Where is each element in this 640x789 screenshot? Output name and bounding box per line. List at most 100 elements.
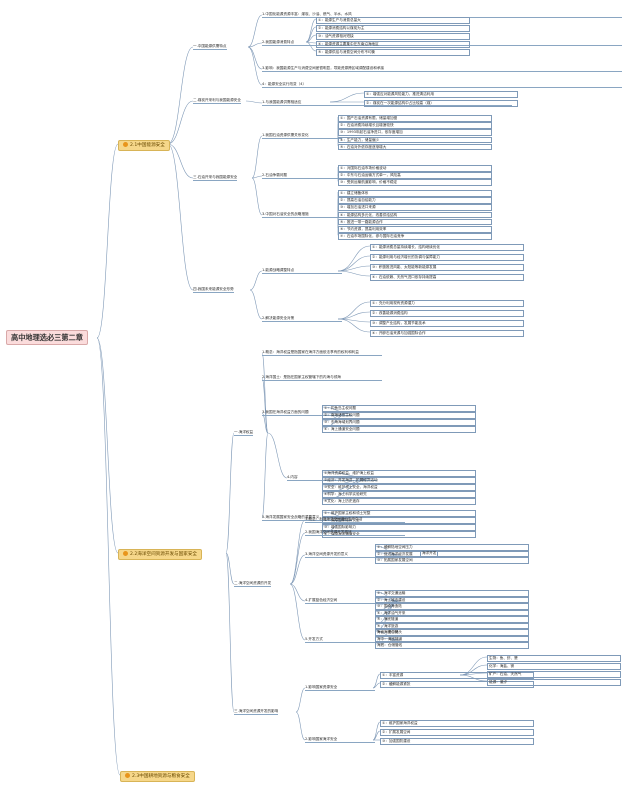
list-item[interactable]: ⑥：海洋旅游 — [375, 622, 529, 630]
list-item[interactable]: ①：充分利用现有资源潜力 — [370, 300, 524, 307]
connector — [261, 352, 269, 434]
list-item[interactable]: ④：石油依赖、天然气进口依存持续提高 — [370, 274, 524, 281]
list-item[interactable]: ②经济：开发海洋，扩展经济活动 — [322, 477, 476, 484]
topic-subitem[interactable]: 5.开发方式 — [305, 637, 405, 643]
topic-energy-supply-demand[interactable]: 一.中国能源供需特点 — [193, 44, 227, 50]
list-item[interactable]: ②：中东与石油运输方式单一，风险高 — [338, 172, 492, 179]
list-item[interactable]: ④：能源结构多元化，改善供给结构 — [338, 211, 492, 219]
list-item[interactable]: ⑤：石油对外依存度逐渐增大 — [338, 143, 492, 151]
list-item[interactable]: ③：围填海造陆 — [375, 603, 529, 610]
list-item[interactable]: ③安全：维护领土安全，海洋权益 — [322, 484, 476, 491]
list-item[interactable]: ⑦：石油市场国际化，参与国际石油竞争 — [338, 233, 492, 240]
list-item[interactable]: ⑤：能源供给与消费空间分布不均衡 — [316, 49, 470, 56]
list-item[interactable]: ⑤文化：海上历史遗存 — [322, 498, 476, 505]
list-item[interactable]: ④：海洋油气开采 — [375, 609, 529, 617]
list-item[interactable]: ①：维护国家主权和领土完整 — [322, 510, 476, 517]
section-farmland[interactable]: 2.3中国耕地资源与粮食安全 — [120, 771, 195, 782]
topic-subitem[interactable]: 2.影响国家海洋安全 — [305, 737, 375, 743]
connector — [321, 412, 351, 429]
topic-item[interactable]: 4：能源安全实行改变（4） — [262, 82, 622, 88]
list-item[interactable]: ③：油气资源相对短缺 — [316, 33, 470, 40]
topic-subitem[interactable]: 3.中国对石油安全的战略措施 — [262, 212, 342, 218]
list-item[interactable]: ①海洋资源权益，维护海上权益 — [322, 470, 476, 477]
list-item[interactable]: ④科学：海上科学实验研究 — [322, 491, 476, 498]
topic-item[interactable]: 1.与我国能源供需相适应 — [262, 100, 512, 106]
list-item[interactable]: ③：增强国际影响力 — [322, 524, 476, 531]
topic-subitem[interactable]: 4.扩展蓝色经济空间 — [305, 598, 405, 604]
topic-subitem[interactable]: 2.解决能源安全对策 — [262, 316, 342, 322]
topic-coal[interactable]: 二.煤炭开采利与我国能源安全 — [193, 98, 241, 104]
list-item[interactable]: ②：提高石油自给能力 — [338, 197, 492, 204]
topic-subitem[interactable]: 2.我国海洋空间资源开发现状 — [305, 530, 405, 536]
list-item[interactable]: ③：1993年起石油净进口，依存度增加 — [338, 129, 492, 136]
topic-item[interactable]: 2.我国能源消费特点 — [262, 40, 622, 46]
list-item[interactable]: ⑥：节约资源，提高利用效率 — [338, 226, 492, 233]
list-item[interactable]: ④：生产能力，储量偏少 — [338, 136, 492, 144]
list-item[interactable]: ④：海上通道安全问题 — [322, 426, 476, 433]
tag-item[interactable]: 矿产：石油、天然气 — [487, 671, 621, 678]
list-item[interactable]: ②：能源消费结构以煤炭为主 — [316, 25, 470, 32]
list-item[interactable]: ③：拓展国家发展空间 — [375, 557, 529, 564]
topic-subitem[interactable]: 1.影响国家资源安全 — [305, 685, 375, 691]
list-item[interactable]: ③：加强国防建设 — [380, 738, 534, 745]
list-item[interactable]: ②：扩展发展空间 — [380, 729, 534, 736]
list-item[interactable]: ③：受到运输航道影响，价格不稳定 — [338, 179, 492, 186]
topic-ocean-rights[interactable]: 一.海洋权益 — [234, 430, 254, 436]
tag-item[interactable]: 生物：鱼、虾、蟹 — [487, 655, 621, 662]
list-item[interactable]: ②：煤炭在一次能源结构中占比较高（煤） — [364, 100, 518, 107]
topic-subitem[interactable]: 1.我国石油资源供需关系变化 — [262, 133, 342, 139]
list-item[interactable]: ⑤：推进一带一路能源合作 — [338, 218, 492, 226]
list-item[interactable]: ①：能源生产与消费总量大 — [316, 17, 470, 24]
list-item[interactable]: 海底：仓储管线 — [375, 642, 529, 649]
list-item[interactable]: ④：开辟石油来源与加强国际合作 — [370, 330, 524, 337]
topic-subitem[interactable]: 3.我国在海洋权益方面的问题 — [262, 410, 352, 416]
list-item[interactable]: ②：能源利用与经济增长的协调与保障能力 — [370, 254, 524, 261]
list-item[interactable]: ①：国产石油资源有限，储量增加慢 — [338, 115, 492, 122]
topic-subitem[interactable]: 3.海洋空间资源开发的意义 — [305, 552, 405, 558]
list-item[interactable]: ③：积极推进风能、太阳能等新能源发展 — [370, 264, 524, 271]
list-item[interactable]: ①：丰富资源 — [380, 672, 534, 679]
tag-item[interactable]: 化学：海盐、镁 — [487, 663, 621, 670]
topic-ocean-impact[interactable]: 三.海洋空间资源开发的影响 — [234, 709, 279, 715]
topic-oil[interactable]: 三.石油开采与我国能源安全 — [193, 175, 238, 181]
list-item[interactable]: 海面：港口码头 — [375, 629, 529, 636]
topic-subitem[interactable]: 4.内容 — [287, 475, 377, 481]
list-item[interactable]: ①：对国际石油市场价格波动 — [338, 165, 492, 172]
list-item[interactable]: ②：海上城市建设 — [375, 596, 529, 604]
section-ocean-space[interactable]: 2.2海洋空间资源开发与国家安全 — [118, 549, 203, 560]
topic-future-energy[interactable]: 四.我国未来能源安全形势 — [193, 287, 234, 293]
topic-ocean-development[interactable]: 二.海洋空间资源的开发 — [234, 581, 272, 587]
topic-subitem[interactable]: 1.能源战略调整特点 — [262, 268, 342, 274]
topic-subitem[interactable]: 2.石油争霸问题 — [262, 173, 342, 179]
list-item[interactable]: ①：能源消费总量持续增长，结构继续优化 — [370, 244, 524, 251]
list-item[interactable]: ⑤：海底隧道 — [375, 616, 529, 623]
list-item[interactable]: ②：缓解能源紧张 — [380, 681, 534, 688]
list-item[interactable]: ③：调整产业结构，发展节能技术 — [370, 320, 524, 327]
list-item[interactable]: ①：海洋交通运输 — [375, 590, 529, 597]
list-item[interactable]: ②：促进海洋经济发展 — [375, 550, 529, 558]
list-item[interactable]: ①：缓解陆地空间压力 — [375, 544, 529, 551]
list-item[interactable]: 海中：海底隧道 — [375, 635, 529, 643]
topic-subitem[interactable]: 1.概念：海洋权益是指国家在海洋方面依法享有的权利和利益 — [262, 350, 382, 356]
list-item[interactable]: ③：东海海域划界问题 — [322, 419, 476, 426]
list-item[interactable]: ②：石油消费持续增长且增速较快 — [338, 122, 492, 129]
list-item[interactable]: ①：增强应对能源风险能力，推进清洁利用 — [364, 91, 518, 98]
root-topic[interactable]: 高中地理选必三第二章 — [6, 330, 88, 345]
topic-subitem[interactable]: 1.概念：利用海洋空间进行生产生活 — [305, 517, 405, 523]
tag-item[interactable]: 能源：潮汐 — [487, 679, 621, 686]
list-item[interactable]: ①：钓鱼岛主权问题 — [322, 405, 476, 412]
side-label[interactable]: 海洋开发 — [420, 550, 439, 557]
topic-item[interactable]: 3.影响：我国能源生产与消费空间差很明显，导致资源跨区域调配建设和承接 — [262, 66, 622, 72]
topic-subitem[interactable]: 5.海洋发展国家安全战略的重要意义 — [262, 515, 352, 521]
list-item[interactable]: ②：南海诸岛主权问题 — [322, 412, 476, 419]
list-item[interactable]: ④：保障海洋通道安全 — [322, 531, 476, 538]
list-item[interactable]: ③：增加石油进口来源 — [338, 204, 492, 211]
section-energy-security[interactable]: 2.1中国能源安全 — [118, 140, 170, 151]
list-item[interactable]: ④：能源资源主要集中在东南沿海地区 — [316, 41, 470, 48]
list-item[interactable]: ②：改善能源消费结构 — [370, 310, 524, 317]
list-item[interactable]: ②：保障国家经济安全 — [322, 517, 476, 524]
badge-icon — [123, 142, 128, 147]
list-item[interactable]: ①：建立储备体系 — [338, 190, 492, 197]
topic-subitem[interactable]: 2.海洋国土：是指在国家主权管辖下的内海与领海 — [262, 375, 382, 381]
list-item[interactable]: ①：维护国家海洋权益 — [380, 720, 534, 727]
